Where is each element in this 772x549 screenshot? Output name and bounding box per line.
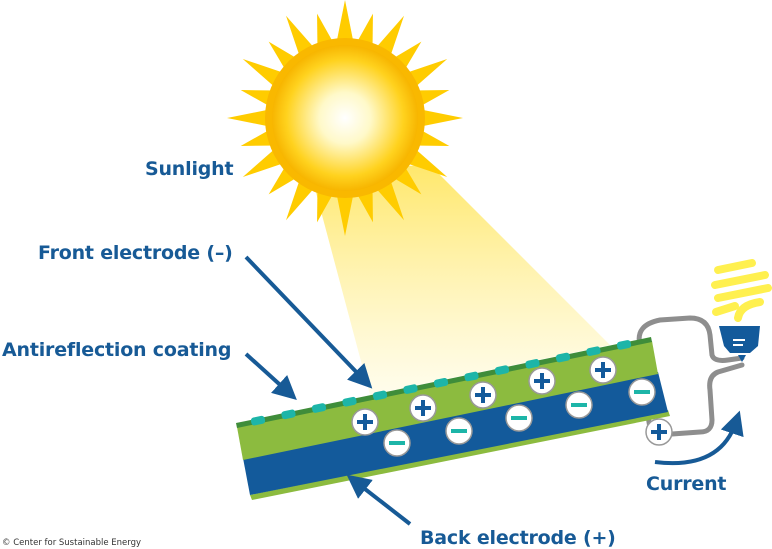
front-electrode-arrow bbox=[244, 255, 373, 389]
antireflection-dot bbox=[281, 409, 296, 420]
antireflection-dot bbox=[342, 396, 357, 407]
sun-ray bbox=[227, 108, 274, 128]
positive-charge-icon bbox=[589, 356, 617, 384]
negative-charge-icon bbox=[505, 404, 533, 432]
antireflection-dot bbox=[372, 390, 388, 401]
positive-charge-icon bbox=[469, 381, 497, 409]
antireflection-dot bbox=[494, 365, 510, 375]
light-beam bbox=[310, 165, 610, 395]
positive-charge-icon bbox=[645, 418, 673, 446]
sun-ray bbox=[335, 0, 355, 47]
light-bulb-icon bbox=[711, 259, 772, 362]
antireflection-dot bbox=[464, 371, 479, 382]
sun-icon bbox=[227, 0, 463, 236]
antireflection-dot bbox=[616, 340, 632, 350]
antireflection-arrow bbox=[244, 352, 297, 401]
label-current: Current bbox=[646, 473, 727, 495]
antireflection-dot bbox=[250, 415, 266, 426]
negative-charge-icon bbox=[628, 378, 656, 406]
positive-charge-icon bbox=[528, 367, 556, 395]
label-back-electrode: Back electrode (+) bbox=[420, 527, 616, 549]
antireflection-dot bbox=[586, 346, 601, 356]
label-front-electrode: Front electrode (–) bbox=[38, 242, 233, 264]
solar-panel bbox=[236, 337, 673, 500]
sun-ray bbox=[416, 108, 463, 128]
back-electrode-arrow bbox=[346, 474, 412, 526]
antireflection-dot bbox=[311, 403, 327, 413]
positive-charge-icon bbox=[351, 408, 379, 436]
antireflection-dot bbox=[555, 352, 571, 363]
positive-charge-icon bbox=[409, 394, 437, 422]
negative-charge-icon bbox=[383, 429, 411, 457]
copyright-text: © Center for Sustainable Energy bbox=[2, 538, 142, 548]
negative-charge-icon bbox=[565, 391, 593, 419]
label-antireflection-coating: Antireflection coating bbox=[2, 339, 232, 361]
negative-charge-icon bbox=[445, 417, 473, 445]
label-sunlight: Sunlight bbox=[145, 158, 234, 180]
current-arrow bbox=[654, 410, 744, 466]
sun-ray bbox=[335, 189, 355, 236]
antireflection-dot bbox=[525, 359, 540, 369]
antireflection-dot bbox=[403, 384, 418, 394]
antireflection-dot bbox=[433, 377, 449, 388]
